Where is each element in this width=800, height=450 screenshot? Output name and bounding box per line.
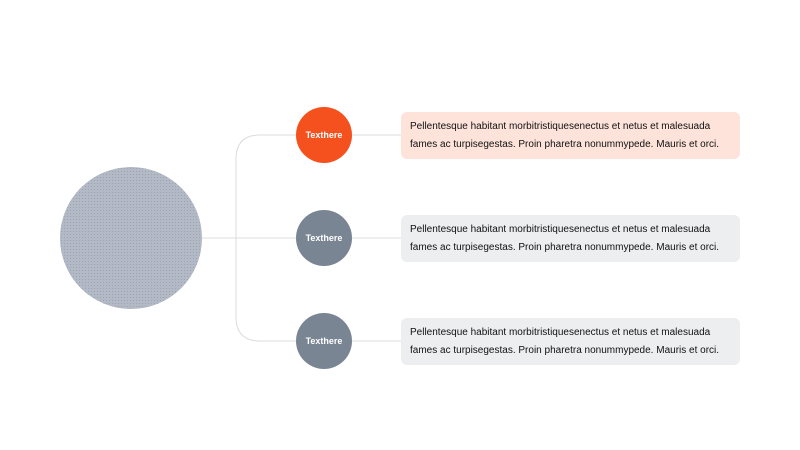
branch-text-box-2: Pellentesque habitant morbitristiquesene…: [401, 215, 740, 262]
branch-node-1: Texthere: [296, 107, 352, 163]
connector-trunk: [235, 134, 296, 342]
branch-node-1-label: Texthere: [305, 130, 343, 140]
branch-node-3: Texthere: [296, 313, 352, 369]
hub-circle: [60, 167, 202, 309]
branch-node-3-label: Texthere: [305, 336, 343, 346]
branch-text-2: Pellentesque habitant morbitristiquesene…: [410, 224, 720, 253]
branch-text-box-3: Pellentesque habitant morbitristiquesene…: [401, 318, 740, 365]
branch-node-2: Texthere: [296, 210, 352, 266]
branch-node-2-label: Texthere: [305, 233, 343, 243]
branch-text-1: Pellentesque habitant morbitristiquesene…: [410, 121, 720, 150]
branch-text-3: Pellentesque habitant morbitristiquesene…: [410, 327, 720, 356]
branch-text-box-1: Pellentesque habitant morbitristiquesene…: [401, 112, 740, 159]
